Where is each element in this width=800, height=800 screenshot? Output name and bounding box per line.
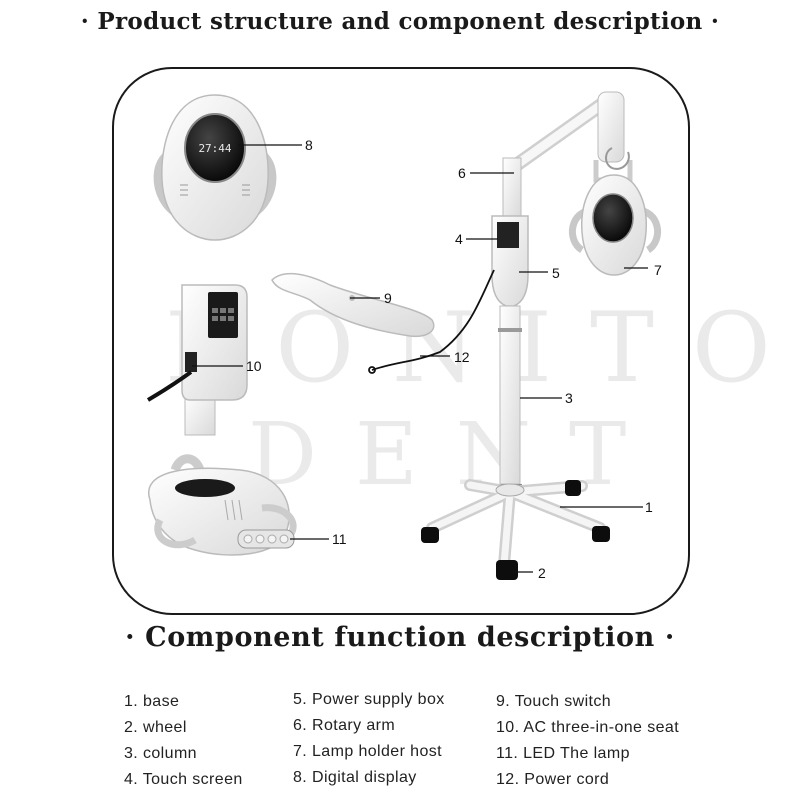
diagram-frame (112, 67, 690, 615)
component-item: 11. LED The lamp (496, 745, 630, 762)
callout-1: 1 (645, 499, 653, 515)
component-item: 7. Lamp holder host (293, 743, 443, 760)
wheel (421, 527, 439, 543)
power-box-closeup (146, 284, 248, 436)
component-item: 2. wheel (124, 719, 187, 736)
callout-8: 8 (305, 137, 313, 153)
callout-5: 5 (552, 265, 560, 281)
component-item: 9. Touch switch (496, 693, 612, 710)
function-title: · Component function description · (125, 622, 675, 653)
whitening-lamp-stand (368, 91, 661, 580)
wheel (592, 526, 610, 542)
structure-title: · Product structure and component descri… (80, 8, 720, 35)
digital-display (184, 113, 246, 183)
component-item: 6. Rotary arm (293, 717, 396, 734)
callout-11: 11 (332, 531, 347, 547)
touch-screen-closeup (208, 292, 238, 338)
callout-4: 4 (455, 231, 463, 247)
component-item: 3. column (124, 745, 197, 762)
display-reading: 27:44 (198, 142, 231, 155)
watermark-line-1: BONITO (165, 292, 800, 404)
component-item: 8. Digital display (293, 769, 417, 786)
touch-screen (497, 222, 519, 248)
component-item: 12. Power cord (496, 771, 610, 788)
leader-lines (192, 144, 648, 573)
component-list-col-1: 1. base 2. wheel 3. column 4. Touch scre… (124, 689, 243, 793)
wheel (565, 480, 581, 496)
callout-6: 6 (458, 165, 466, 181)
wheel (496, 560, 518, 580)
touch-switch-lamp (271, 272, 435, 338)
callout-12: 12 (454, 349, 470, 365)
callout-3: 3 (565, 390, 573, 406)
component-list-col-3: 9. Touch switch 10. AC three-in-one seat… (496, 689, 679, 793)
callout-7: 7 (654, 262, 662, 278)
component-item: 5. Power supply box (293, 691, 445, 708)
callout-10: 10 (246, 358, 262, 374)
callout-2: 2 (538, 565, 546, 581)
component-item: 1. base (124, 693, 180, 710)
component-item: 10. AC three-in-one seat (496, 719, 680, 736)
component-list-col-2: 5. Power supply box 6. Rotary arm 7. Lam… (293, 687, 445, 791)
lamp-head-rear (147, 454, 297, 556)
callout-9: 9 (384, 290, 392, 306)
component-item: 4. Touch screen (124, 771, 243, 788)
lamp-head-front: 27:44 (153, 94, 277, 241)
